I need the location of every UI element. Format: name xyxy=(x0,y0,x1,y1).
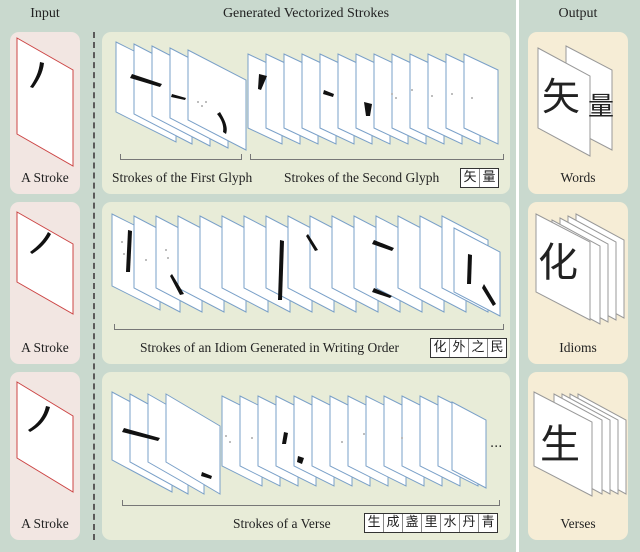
output-card-stack-row2 xyxy=(535,213,625,325)
caption-second-glyph: Strokes of the Second Glyph xyxy=(284,170,440,185)
output-separator xyxy=(516,0,519,552)
bracket-first-glyph xyxy=(120,154,242,160)
output-panel-row2: 化 Idioms xyxy=(528,202,628,364)
stroke-card-row2 xyxy=(16,211,74,315)
bracket-verse xyxy=(122,500,500,506)
output-glyph-row1-b: 量 xyxy=(588,92,615,122)
output-panel-row1: 矢 量 Words xyxy=(528,32,628,194)
generated-panel-row3: ... Strokes of a Verse 生 成 盏 里 水 丹 青 xyxy=(102,372,510,540)
glyph-box-row2: 化 外 之 民 xyxy=(430,338,507,358)
glyph-cell: 水 xyxy=(441,514,460,532)
output-label-row2: Idioms xyxy=(559,340,597,355)
glyph-cell: 民 xyxy=(490,340,504,355)
output-label-row1: Words xyxy=(560,170,596,185)
output-glyph-row1-a: 矢 xyxy=(542,75,581,119)
glyph-box-row3: 生 成 盏 里 水 丹 青 xyxy=(364,513,498,533)
output-card-stack-row1 xyxy=(537,45,613,157)
glyph-cell: 青 xyxy=(481,515,495,530)
caption-verse: Strokes of a Verse xyxy=(233,516,331,531)
bracket-idiom xyxy=(114,324,504,330)
output-panel-row3: 生 Verses xyxy=(528,372,628,540)
output-glyph-row2: 化 xyxy=(538,240,578,286)
stroke-card-stack-row2 xyxy=(111,213,501,317)
glyph-cell: 外 xyxy=(450,339,469,357)
input-label-row2: A Stroke xyxy=(21,340,69,355)
caption-first-glyph: Strokes of the First Glyph xyxy=(112,170,253,185)
generated-header: Generated Vectorized Strokes xyxy=(222,6,390,21)
input-panel-row2: A Stroke xyxy=(10,202,80,364)
stroke-card-row1 xyxy=(16,37,74,167)
output-header: Output xyxy=(558,6,598,21)
generated-panel-row1: Strokes of the First Glyph Strokes of th… xyxy=(102,32,510,194)
stroke-card-stack-row1 xyxy=(115,41,499,151)
glyph-cell: 盏 xyxy=(403,514,422,532)
glyph-cell: 之 xyxy=(469,339,488,357)
input-label-row1: A Stroke xyxy=(21,170,69,185)
bracket-second-glyph xyxy=(250,154,504,160)
input-label-row3: A Stroke xyxy=(21,516,69,531)
glyph-cell: 量 xyxy=(482,170,496,185)
input-header: Input xyxy=(30,6,60,21)
caption-idiom: Strokes of an Idiom Generated in Writing… xyxy=(140,340,400,355)
glyph-cell: 矢 xyxy=(461,169,480,187)
glyph-cell: 成 xyxy=(384,514,403,532)
stroke-card-stack-row3 xyxy=(111,391,487,495)
generated-panel-row2: Strokes of an Idiom Generated in Writing… xyxy=(102,202,510,364)
glyph-box-row1: 矢 量 xyxy=(460,168,499,188)
output-glyph-row3: 生 xyxy=(540,422,580,468)
glyph-cell: 丹 xyxy=(460,514,479,532)
input-panel-row3: A Stroke xyxy=(10,372,80,540)
glyph-cell: 生 xyxy=(365,514,384,532)
input-panel-row1: A Stroke xyxy=(10,32,80,194)
stroke-card-row3 xyxy=(16,381,74,493)
glyph-cell: 里 xyxy=(422,514,441,532)
continuation-ellipsis: ... xyxy=(490,436,503,451)
output-card-stack-row3 xyxy=(533,391,627,497)
output-label-row3: Verses xyxy=(560,516,596,531)
glyph-cell: 化 xyxy=(431,339,450,357)
dashed-separator xyxy=(93,32,95,540)
